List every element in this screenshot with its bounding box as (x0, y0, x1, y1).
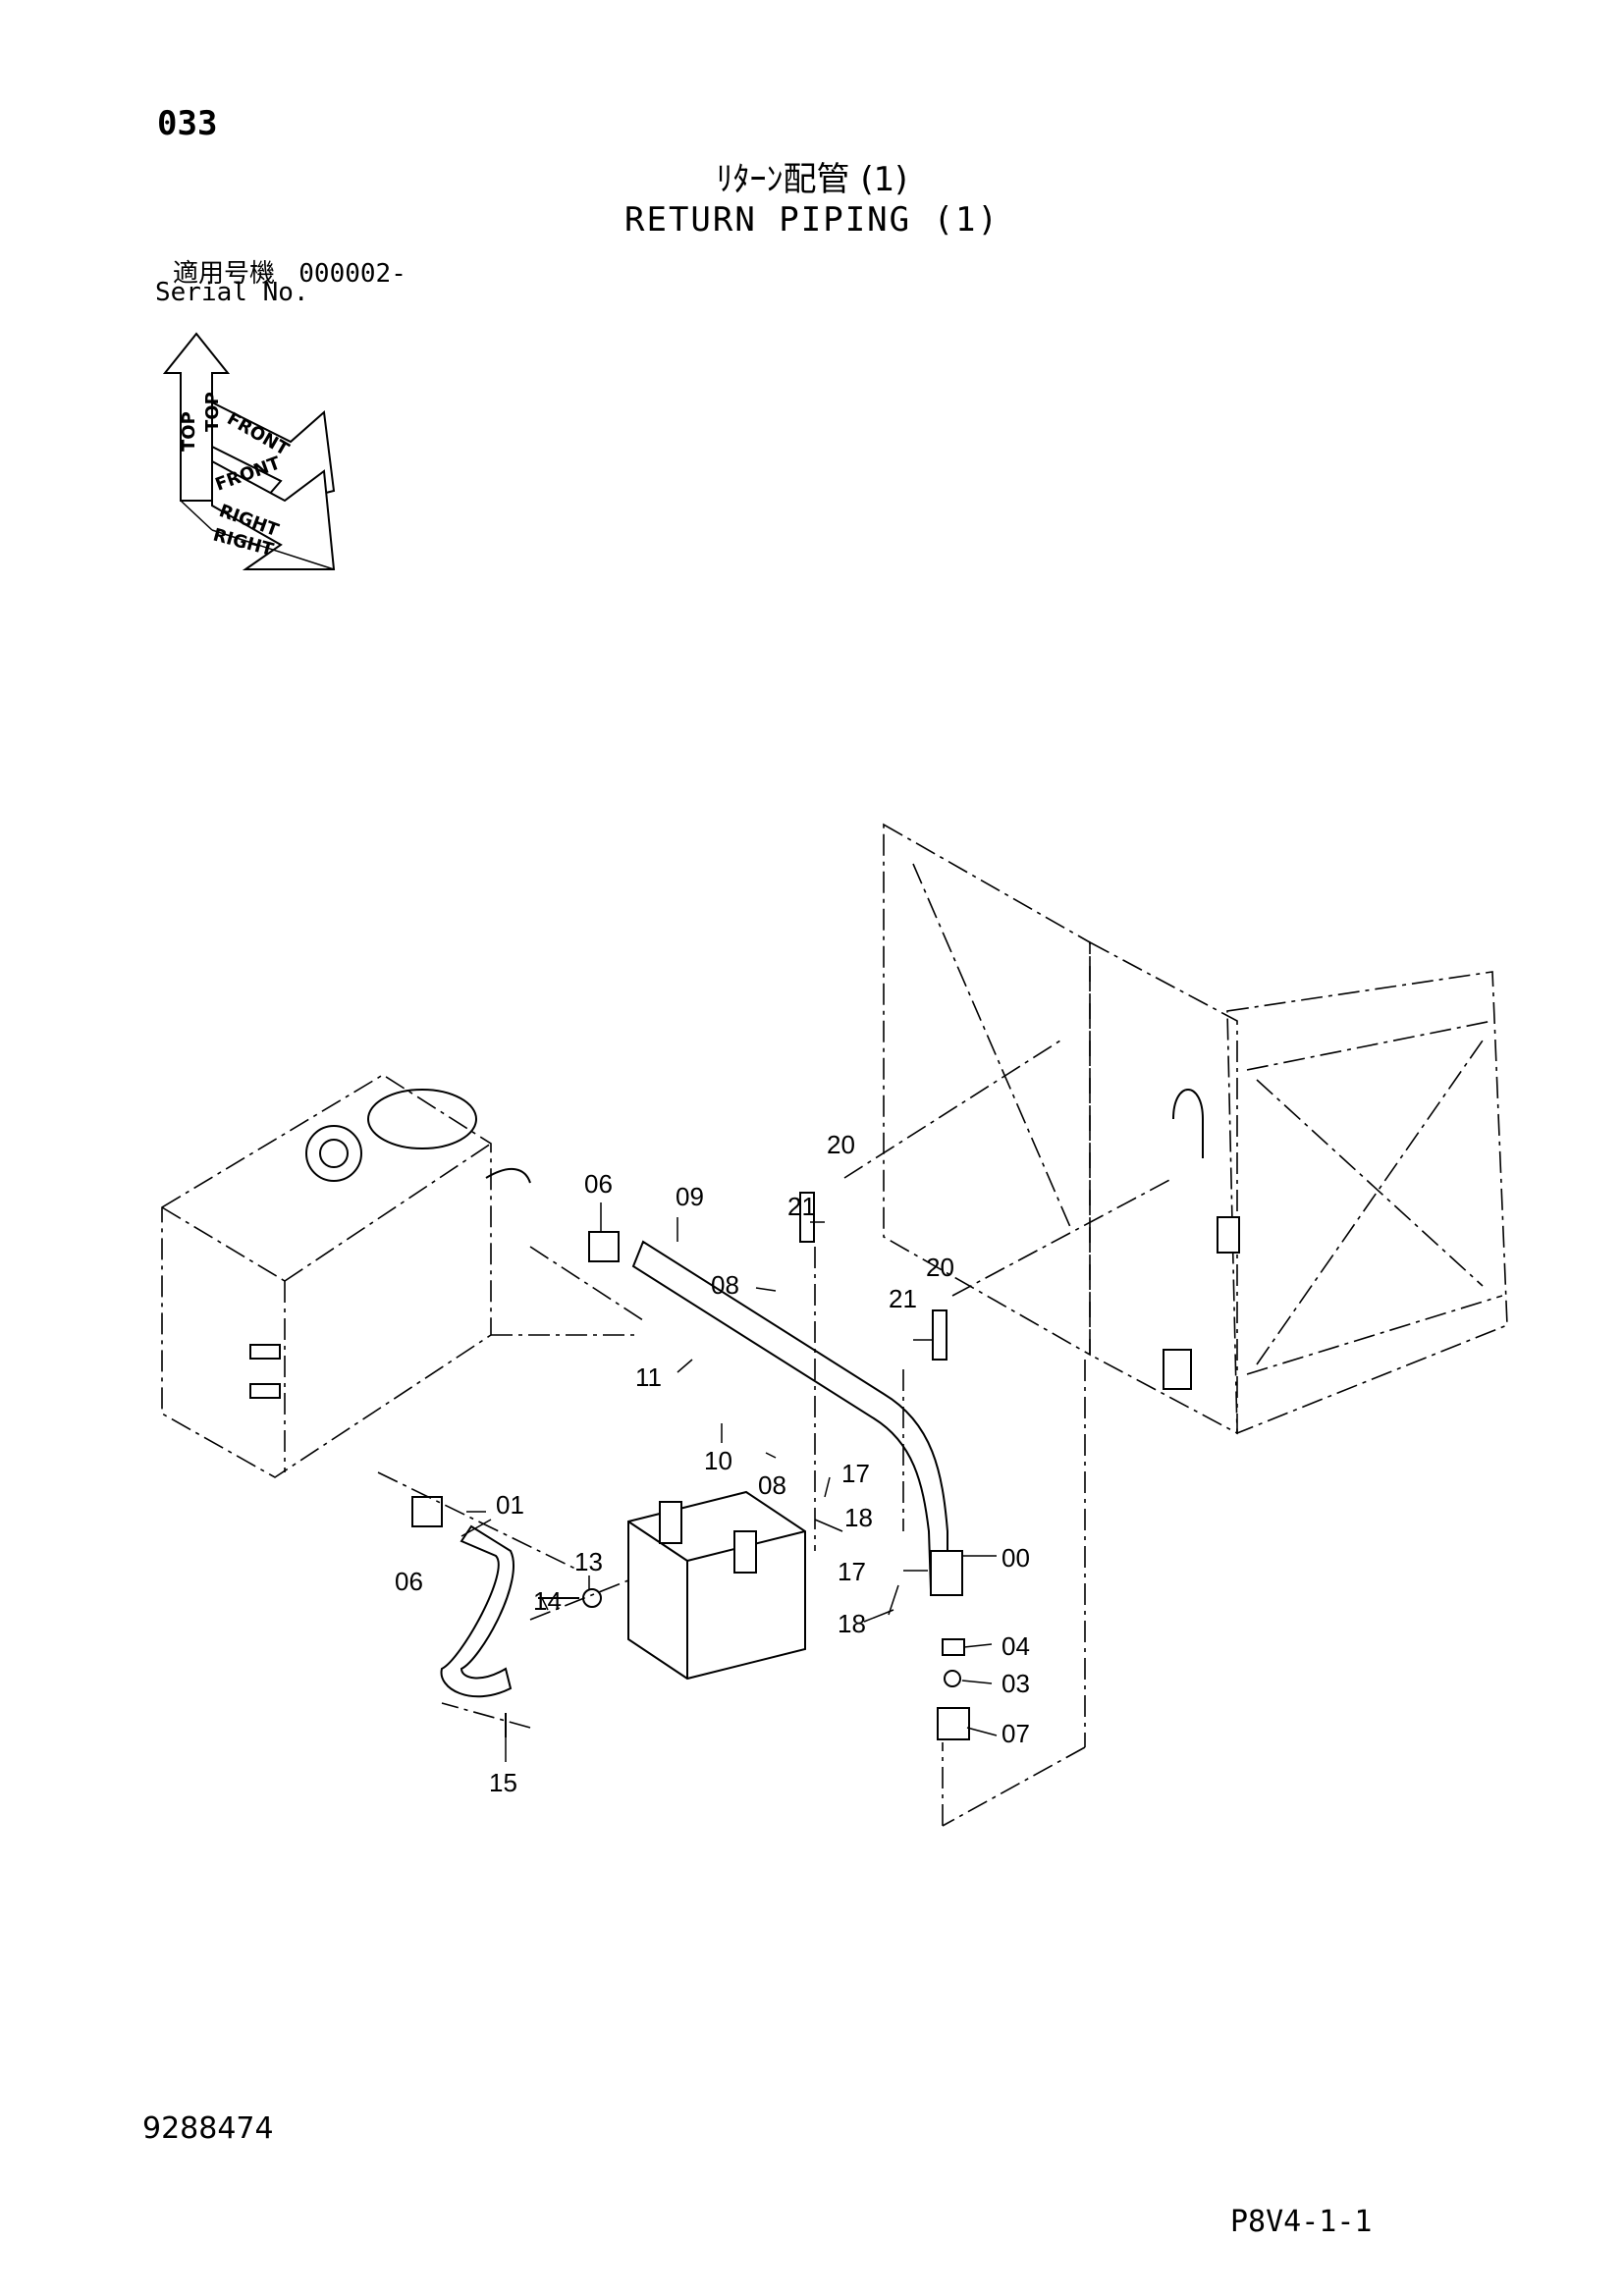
hydraulic-tank (161, 1074, 531, 1478)
oring-13 (582, 1588, 602, 1608)
callout-06-lower: 06 (395, 1567, 423, 1596)
callout-00: 00 (1001, 1543, 1030, 1573)
return-pipe (631, 1240, 963, 1596)
callout-labels: 01 06 06 09 08 08 11 10 20 21 20 21 17 1… (395, 1130, 1030, 1797)
clamp-06-upper (588, 1231, 620, 1262)
oring-03 (944, 1670, 961, 1687)
document-number: 9288474 (142, 2111, 274, 2146)
clamps-and-fittings (411, 1192, 970, 1740)
bracket-20-upper (799, 1192, 815, 1243)
callout-17-lower: 17 (838, 1557, 866, 1586)
adapter-04 (942, 1638, 965, 1656)
callout-20-upper: 20 (827, 1130, 855, 1159)
serial-label-english: Serial No. (155, 278, 309, 307)
control-valve (627, 1490, 806, 1681)
flange-07 (937, 1707, 970, 1740)
orientation-indicator: TOP TOP FRONT FRONT RIGHT RIGHT (162, 332, 336, 570)
callout-01: 01 (496, 1490, 524, 1520)
callout-04: 04 (1001, 1631, 1030, 1661)
assembly-guide-lines (377, 1040, 1174, 1827)
callout-18-upper: 18 (844, 1503, 873, 1532)
page-code: P8V4-1-1 (1230, 2205, 1373, 2239)
callout-14: 14 (533, 1586, 562, 1616)
callout-20-lower: 20 (926, 1253, 954, 1282)
callout-07: 07 (1001, 1719, 1030, 1748)
callout-08-upper: 08 (711, 1270, 739, 1300)
callout-15: 15 (489, 1768, 517, 1797)
serial-line-japanese: 適用号機 000002- (173, 253, 406, 290)
hose-01 (440, 1524, 514, 1698)
callout-17-upper: 17 (841, 1459, 870, 1488)
callout-06-upper: 06 (584, 1169, 613, 1199)
callout-09: 09 (676, 1182, 704, 1211)
callout-21-lower: 21 (889, 1284, 917, 1313)
orientation-top-label: TOP (179, 411, 199, 452)
title-japanese: ﾘﾀｰﾝ配管 (1) (716, 160, 908, 199)
page-number: 033 (157, 104, 218, 143)
orientation-top-label-2: TOP (202, 392, 223, 432)
callout-08-lower: 08 (758, 1470, 786, 1500)
callout-11: 11 (635, 1362, 662, 1392)
radiator-frame (883, 823, 1508, 1435)
callout-18-lower: 18 (838, 1609, 866, 1638)
callout-13: 13 (574, 1547, 603, 1576)
serial-value: 000002- (298, 259, 406, 289)
title-english: RETURN PIPING (1) (624, 200, 1000, 240)
callout-03: 03 (1001, 1669, 1030, 1698)
callout-10: 10 (704, 1446, 732, 1475)
callout-21-upper: 21 (787, 1192, 816, 1221)
bracket-20-lower (932, 1309, 947, 1361)
serial-label-japanese: 適用号機 (173, 259, 276, 289)
leader-lines (460, 1202, 998, 1762)
